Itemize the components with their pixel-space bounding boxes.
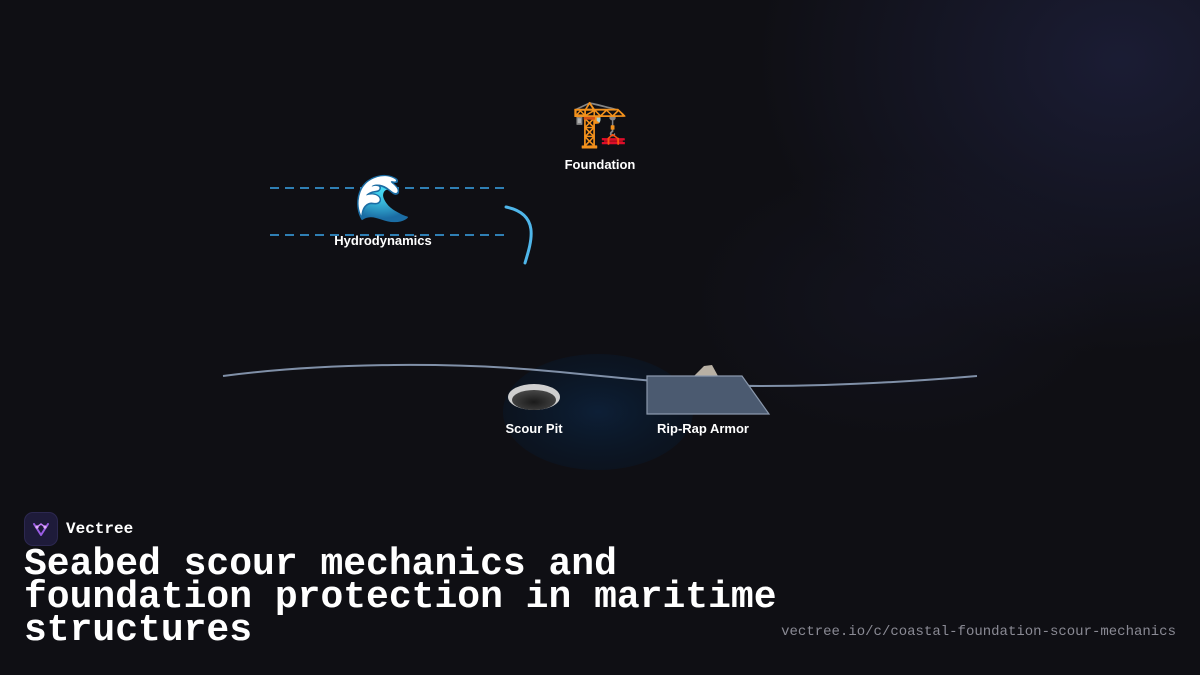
page-title: Seabed scour mechanics and foundation pr… xyxy=(24,543,777,652)
foundation-label: Foundation xyxy=(564,157,636,172)
pit-hole-icon xyxy=(508,384,560,410)
rip-rap-label: Rip-Rap Armor xyxy=(657,421,749,436)
brand-name: Vectree xyxy=(66,520,134,538)
scour-depression xyxy=(503,354,693,470)
construction-crane-icon: 🏗️ xyxy=(571,97,629,149)
seabed-profile xyxy=(222,363,978,388)
hydrodynamics-label: Hydrodynamics xyxy=(334,233,432,248)
flow-curve xyxy=(504,205,533,265)
rock-armor-icon xyxy=(646,365,771,415)
source-url[interactable]: vectree.io/c/coastal-foundation-scour-me… xyxy=(781,624,1176,640)
scour-pit-label: Scour Pit xyxy=(505,421,563,436)
water-wave-icon: 🌊 xyxy=(354,172,412,224)
brand: Vectree xyxy=(24,512,133,546)
vectree-logo-icon xyxy=(24,512,58,546)
